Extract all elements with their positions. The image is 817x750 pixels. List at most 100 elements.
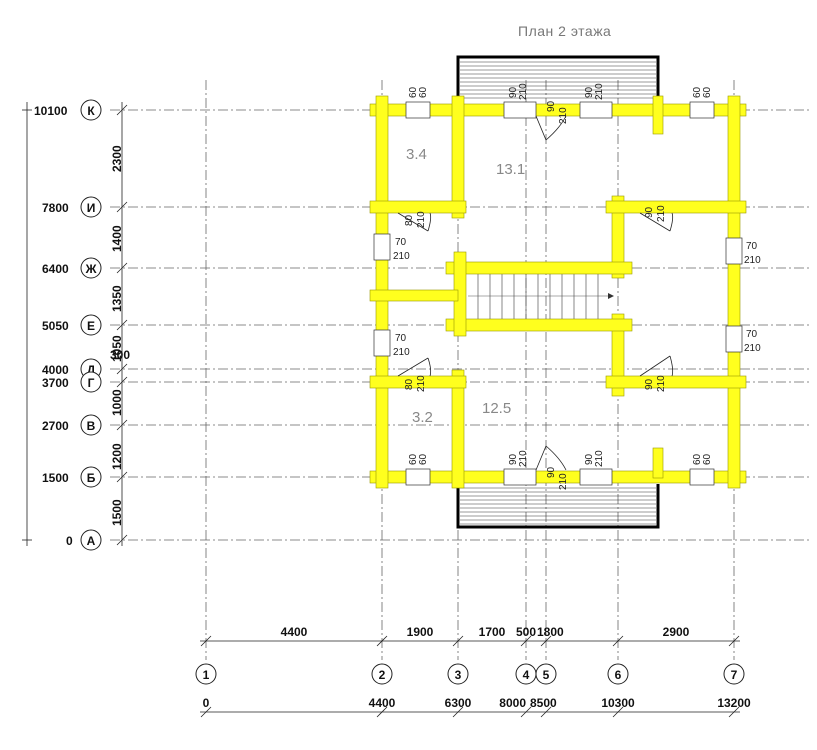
- opening-label: 90: [644, 206, 655, 218]
- room-area-label: 3.2: [412, 409, 433, 426]
- wall-g-right: [605, 375, 747, 389]
- opening-label: 210: [558, 473, 569, 490]
- wall-stub-top: [652, 95, 664, 135]
- col-axis-markers: 1 2 3 4 5 6 7: [195, 663, 745, 685]
- col-value-3: 6300: [445, 696, 472, 710]
- opening-label: 210: [416, 375, 427, 392]
- wall-g-left: [369, 375, 467, 389]
- row-span: 1350: [110, 285, 124, 312]
- col-value-2: 4400: [369, 696, 396, 710]
- row-letter-e: Е: [87, 319, 95, 333]
- row-axis-markers: К И Ж Е Д Г В Б А: [80, 99, 102, 551]
- opening-label: 210: [416, 211, 427, 228]
- col-value-7: 13200: [717, 696, 751, 710]
- row-value-v: 2700: [42, 419, 69, 433]
- opening-label: 90: [546, 466, 557, 478]
- opening-label: 60: [692, 86, 703, 98]
- opening-label: 60: [692, 453, 703, 465]
- row-value-i: 7800: [42, 201, 69, 215]
- wall-axis6-lower: [611, 313, 625, 397]
- row-letter-v: В: [87, 419, 96, 433]
- row-span: 1200: [110, 443, 124, 470]
- row-letter-k: К: [87, 104, 95, 118]
- wall-axis3-upper: [451, 95, 465, 219]
- row-value-a: 0: [66, 534, 73, 548]
- staircase: [468, 272, 614, 320]
- opening-label: 90: [508, 453, 519, 465]
- opening-label: 60: [702, 86, 713, 98]
- col-span: 2900: [663, 625, 690, 639]
- col-span-labels: 4400 1900 1700 500 1800 2900: [281, 625, 690, 639]
- log-walls: [369, 95, 747, 489]
- room-area-label: 3.4: [406, 146, 427, 163]
- plan-title: План 2 этажа: [518, 23, 611, 39]
- wall-stair-partition: [369, 289, 459, 302]
- left-dimension-chain: [22, 102, 128, 546]
- row-letter-g: Г: [88, 376, 95, 390]
- opening-label: 60: [418, 453, 429, 465]
- window-right-upper: [725, 237, 743, 265]
- opening-label: 90: [546, 100, 557, 112]
- window-bottom-left: [405, 468, 431, 486]
- row-letter-i: И: [87, 201, 96, 215]
- col-num-6: 6: [615, 668, 622, 682]
- wall-axis6-upper: [611, 195, 625, 279]
- opening-labels: 60 60 60 60 90 210 90 210 90 210 60 60 6…: [393, 83, 761, 490]
- opening-label: 70: [395, 333, 407, 344]
- opening-label: 90: [584, 86, 595, 98]
- col-num-3: 3: [455, 668, 462, 682]
- row-letter-b: Б: [87, 471, 96, 485]
- opening-label: 70: [395, 237, 407, 248]
- row-value-zh: 6400: [42, 262, 69, 276]
- col-span: 500: [516, 625, 536, 639]
- opening-label: 70: [746, 241, 758, 252]
- row-axis-values: 10100 7800 6400 5050 4000 3700 2700 1500…: [34, 104, 73, 548]
- col-value-5: 8500: [530, 696, 557, 710]
- opening-label: 210: [744, 255, 761, 266]
- room-area-label: 12.5: [482, 400, 511, 417]
- opening-label: 60: [408, 453, 419, 465]
- col-num-2: 2: [379, 668, 386, 682]
- wall-stub-bottom: [652, 447, 664, 479]
- balcony-bottom: [456, 484, 660, 529]
- opening-label: 60: [702, 453, 713, 465]
- col-num-7: 7: [731, 668, 738, 682]
- row-value-d: 4000: [42, 363, 69, 377]
- row-value-e: 5050: [42, 319, 69, 333]
- col-axis-values: 0 4400 6300 8000 8500 10300 13200: [203, 696, 751, 710]
- balcony-top: [456, 55, 660, 102]
- opening-label: 90: [508, 86, 519, 98]
- opening-label: 210: [594, 450, 605, 467]
- col-span: 1900: [407, 625, 434, 639]
- row-value-g: 3700: [42, 376, 69, 390]
- wall-axis3-lower: [451, 369, 465, 489]
- col-span: 4400: [281, 625, 308, 639]
- opening-label: 70: [746, 329, 758, 340]
- door-top-2: [579, 101, 613, 119]
- col-value-1: 0: [203, 696, 210, 710]
- opening-label: 210: [594, 83, 605, 100]
- opening-label: 60: [408, 86, 419, 98]
- col-value-4: 8000: [499, 696, 526, 710]
- col-num-4: 4: [523, 668, 530, 682]
- window-top-right: [689, 101, 715, 119]
- bottom-dimension-chain: [200, 635, 740, 718]
- row-span: 1500: [110, 499, 124, 526]
- row-value-b: 1500: [42, 471, 69, 485]
- room-area-label: 13.1: [496, 161, 525, 178]
- row-span: 2300: [110, 145, 124, 172]
- row-span: 1400: [110, 225, 124, 252]
- col-num-1: 1: [203, 668, 210, 682]
- row-value-k: 10100: [34, 104, 68, 118]
- col-value-6: 10300: [601, 696, 635, 710]
- opening-label: 60: [418, 86, 429, 98]
- wall-right: [727, 95, 741, 489]
- row-letter-d: Д: [87, 363, 96, 377]
- door-top-1: [503, 101, 537, 119]
- window-top-left: [405, 101, 431, 119]
- opening-label: 210: [656, 205, 667, 222]
- wall-i-left: [369, 200, 467, 214]
- row-span: 1050: [110, 335, 124, 362]
- col-span: 1800: [537, 625, 564, 639]
